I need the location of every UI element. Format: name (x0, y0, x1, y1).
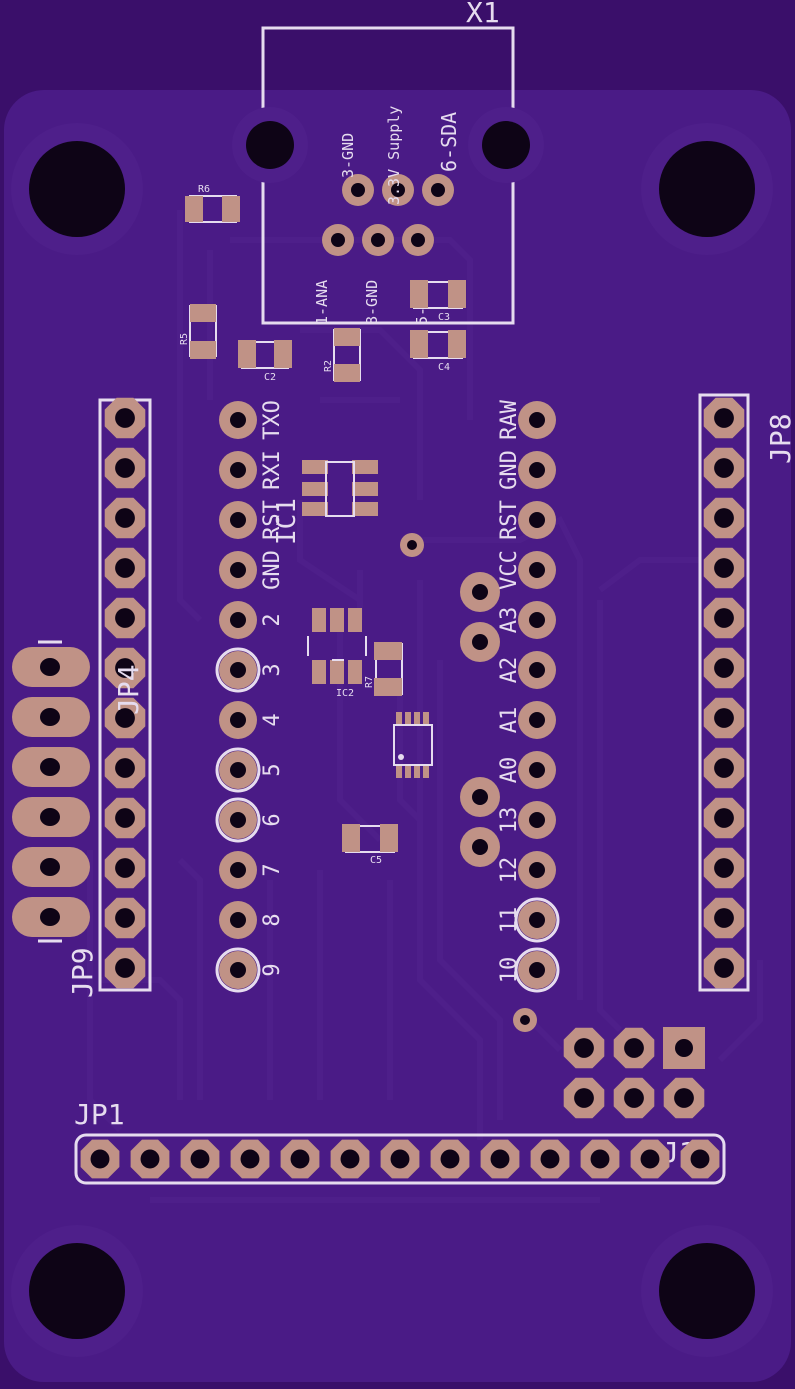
ic1-label: IC1 (272, 498, 302, 545)
right-pin-label: RAW (497, 399, 522, 439)
jp4-label: JP4 (112, 664, 145, 715)
promini-left-pins: TXO RXI RST GND 2 3 4 5 6 7 8 9 (215, 400, 285, 993)
jp9-header: JP9 (12, 640, 99, 998)
c4: C4 (410, 330, 466, 373)
smd-passives: R6 R5 C2 R2 C3 C4 R7 (179, 184, 466, 866)
left-pin-label: 5 (260, 763, 285, 776)
right-pin-label: A2 (497, 657, 522, 684)
ic2: IC2 (307, 608, 367, 699)
right-pin-label: A3 (497, 607, 522, 634)
ic2-label: IC2 (336, 688, 354, 699)
right-pin-label: 11 (497, 907, 522, 934)
right-pin-label: RST (497, 500, 522, 540)
c3: C3 (410, 280, 466, 323)
left-pin-label: 7 (260, 863, 285, 876)
r6-label: R6 (198, 184, 210, 195)
right-pin-label: A0 (497, 757, 522, 784)
left-pin-label: 6 (260, 813, 285, 826)
right-pin-label: 13 (497, 807, 522, 834)
c2: C2 (238, 340, 292, 383)
r2-label: R2 (323, 360, 334, 372)
x1-mount-right (482, 121, 530, 169)
jp9-label: JP9 (66, 947, 99, 998)
jp8-header: JP8 (698, 393, 795, 992)
right-pin-label: GND (497, 450, 522, 490)
x1-pin-8-gnd: 8-GND (363, 280, 381, 325)
x1-label: X1 (466, 0, 500, 29)
left-pin-label: GND (260, 550, 285, 590)
ic1: IC1 (272, 460, 378, 545)
left-pin-label: 2 (260, 613, 285, 626)
extra-pads (460, 572, 500, 867)
left-pin-label: 9 (260, 963, 285, 976)
c3-label: C3 (438, 312, 450, 323)
x1-pin-6-sda: 6-SDA (437, 112, 461, 172)
left-pin-label: TXO (260, 400, 285, 440)
left-pin-label: RXI (260, 450, 285, 490)
jp1-label: JP1 (74, 1098, 125, 1131)
left-pin-label: 4 (260, 713, 285, 726)
r7-label: R7 (364, 676, 375, 688)
r2: R2 (323, 328, 361, 382)
c4-label: C4 (438, 362, 450, 373)
right-pin-label: 12 (497, 857, 522, 884)
left-pin-label: 8 (260, 913, 285, 926)
x1-connector: X1 3-GND 3.3V Supply 6-SDA 1-ANA 8-GND 5… (232, 0, 544, 325)
x1-pin-supply: 3.3V Supply (385, 106, 403, 205)
right-pin-label: VCC (497, 550, 522, 590)
mounting-holes (11, 123, 773, 1357)
left-pin-label: RST (260, 500, 285, 540)
x1-pin-1-ana: 1-ANA (313, 280, 331, 325)
vias (400, 533, 537, 1032)
r6: R6 (185, 184, 240, 223)
x1-pin-3-gnd: 3-GND (339, 133, 357, 178)
right-pin-label: A1 (497, 707, 522, 734)
right-pin-label: 10 (497, 957, 522, 984)
jp4-header: JP4 (98, 397, 152, 992)
jp8-label: JP8 (764, 413, 795, 464)
r5: R5 (179, 304, 217, 359)
c5: C5 (342, 824, 398, 866)
sensor-chip (393, 712, 433, 778)
r5-label: R5 (179, 333, 190, 345)
x1-mount-left (246, 121, 294, 169)
left-pin-label: 3 (260, 663, 285, 676)
r7: R7 (364, 642, 403, 696)
jp1-header: JP1 (74, 1098, 726, 1185)
c5-label: C5 (370, 855, 382, 866)
c2-label: C2 (264, 372, 276, 383)
